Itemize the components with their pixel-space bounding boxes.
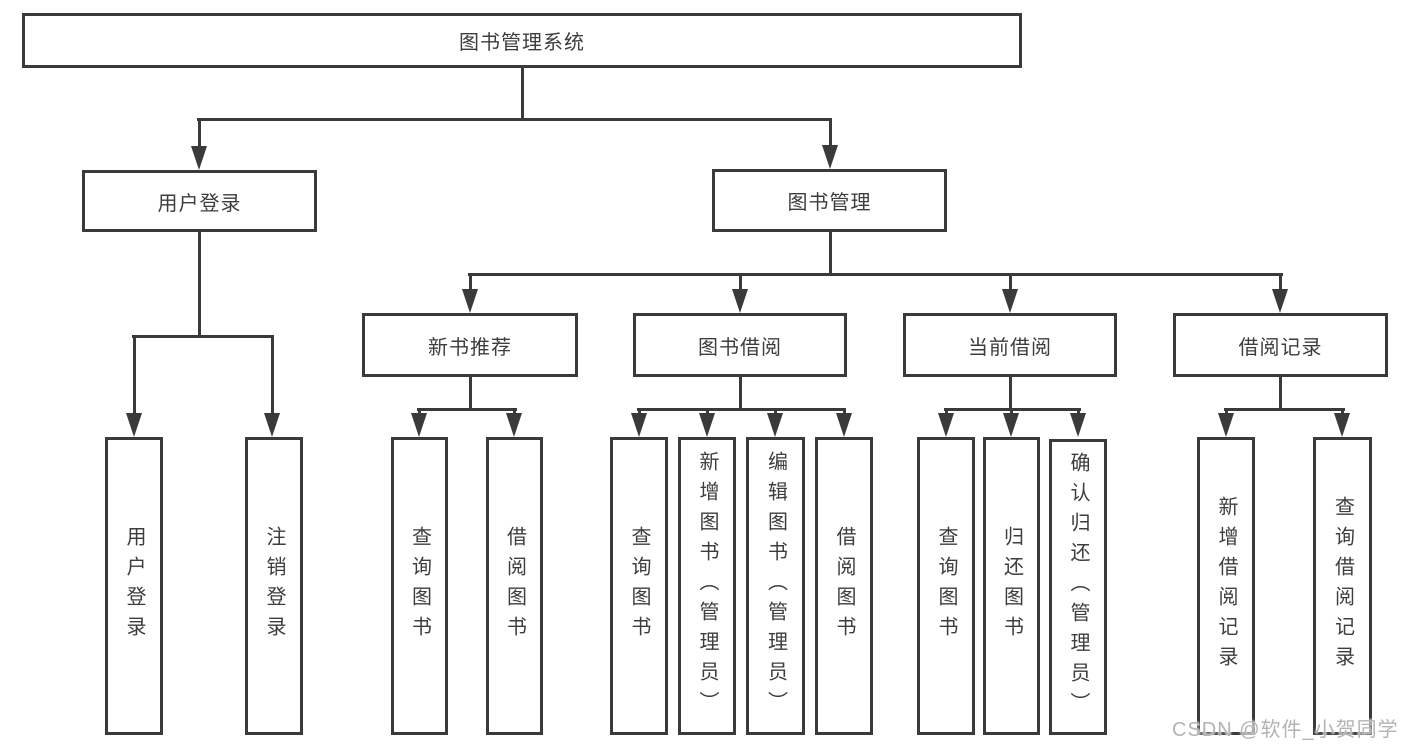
arrow-down-icon: [767, 413, 783, 437]
leaf-recommend-borrow-books: 借阅图书: [486, 437, 543, 735]
connector-vline: [469, 377, 472, 411]
arrow-down-icon: [1218, 413, 1234, 437]
connector-vline: [513, 408, 516, 416]
leaf-current-query-books: 查询图书: [917, 437, 975, 735]
connector-vline: [1009, 273, 1012, 293]
node-current-borrow: 当前借阅: [903, 313, 1117, 377]
connector-vline: [418, 408, 421, 416]
connector-vline: [1341, 408, 1344, 416]
connector-vline: [739, 273, 742, 293]
connector-vline: [1279, 377, 1282, 411]
connector-vline: [774, 408, 777, 416]
connector-vline: [133, 335, 136, 415]
connector-vline: [198, 118, 201, 150]
arrow-down-icon: [631, 413, 647, 437]
leaf-edit-book-admin: 编辑图书（管理员）: [746, 437, 805, 735]
arrow-down-icon: [938, 413, 954, 437]
connector-vline: [1009, 377, 1012, 411]
connector-vline: [739, 377, 742, 411]
arrow-down-icon: [506, 413, 522, 437]
node-user-login: 用户登录: [82, 170, 317, 232]
arrow-down-icon: [822, 145, 838, 169]
leaf-add-borrow-record-label: 新增借阅记录: [1215, 496, 1237, 676]
connector-vline: [521, 66, 524, 120]
connector-vline: [829, 118, 832, 148]
leaf-logout-label: 注销登录: [263, 526, 285, 646]
node-user-login-label: 用户登录: [157, 192, 242, 215]
connector-hline: [197, 118, 832, 121]
leaf-borrow-query-books-label: 查询图书: [628, 526, 650, 646]
arrow-down-icon: [699, 413, 715, 437]
connector-hline: [468, 273, 1283, 276]
leaf-return-books: 归还图书: [983, 437, 1040, 735]
arrow-down-icon: [1272, 289, 1288, 313]
leaf-user-login: 用户登录: [105, 437, 163, 735]
node-new-book-recommend: 新书推荐: [362, 313, 578, 377]
connector-vline: [706, 408, 709, 416]
connector-vline: [198, 232, 201, 338]
leaf-current-query-books-label: 查询图书: [935, 526, 957, 646]
node-book-management-label: 图书管理: [787, 192, 872, 214]
node-root-label: 图书管理系统: [459, 32, 585, 54]
connector-vline: [271, 335, 274, 415]
connector-vline: [638, 408, 641, 416]
connector-vline: [1279, 273, 1282, 293]
arrow-down-icon: [1070, 413, 1086, 437]
node-book-borrow-label: 图书借阅: [698, 336, 782, 359]
leaf-query-borrow-record: 查询借阅记录: [1313, 437, 1372, 735]
watermark: CSDN @软件_小贺同学: [1172, 719, 1399, 741]
leaf-user-login-label: 用户登录: [123, 526, 145, 646]
arrow-down-icon: [836, 413, 852, 437]
leaf-add-book-admin-label: 新增图书（管理员）: [696, 451, 718, 721]
leaf-recommend-query-books-label: 查询图书: [408, 526, 431, 646]
leaf-logout: 注销登录: [245, 437, 303, 735]
arrow-down-icon: [411, 413, 427, 437]
connector-vline: [945, 408, 948, 416]
connector-vline: [1077, 408, 1080, 416]
arrow-down-icon: [191, 146, 207, 170]
leaf-recommend-query-books: 查询图书: [391, 437, 448, 735]
leaf-query-borrow-record-label: 查询借阅记录: [1331, 496, 1354, 676]
arrow-down-icon: [732, 289, 748, 313]
node-new-book-recommend-label: 新书推荐: [428, 336, 512, 359]
connector-hline: [132, 335, 274, 338]
connector-vline: [1010, 408, 1013, 416]
connector-hline: [1224, 408, 1345, 411]
leaf-borrow-query-books: 查询图书: [610, 437, 668, 735]
node-root: 图书管理系统: [22, 13, 1022, 68]
connector-hline: [637, 408, 846, 411]
node-book-management: 图书管理: [712, 169, 947, 232]
connector-vline: [843, 408, 846, 416]
arrow-down-icon: [462, 289, 478, 313]
node-current-borrow-label: 当前借阅: [968, 336, 1052, 359]
leaf-return-books-label: 归还图书: [1000, 526, 1023, 646]
node-borrow-records: 借阅记录: [1173, 313, 1388, 377]
leaf-confirm-return-admin: 确认归还（管理员）: [1049, 439, 1107, 735]
node-book-borrow: 图书借阅: [633, 313, 847, 377]
leaf-edit-book-admin-label: 编辑图书（管理员）: [764, 451, 787, 721]
leaf-add-book-admin: 新增图书（管理员）: [678, 437, 736, 735]
leaf-recommend-borrow-books-label: 借阅图书: [503, 526, 526, 646]
leaf-confirm-return-admin-label: 确认归还（管理员）: [1067, 452, 1089, 722]
leaf-borrow-books: 借阅图书: [815, 437, 873, 735]
arrow-down-icon: [1002, 289, 1018, 313]
arrow-down-icon: [264, 413, 280, 437]
node-borrow-records-label: 借阅记录: [1238, 336, 1323, 359]
connector-hline: [417, 408, 517, 411]
arrow-down-icon: [1003, 413, 1019, 437]
connector-vline: [1225, 408, 1228, 416]
leaf-add-borrow-record: 新增借阅记录: [1197, 437, 1255, 735]
connector-vline: [469, 273, 472, 293]
leaf-borrow-books-label: 借阅图书: [833, 526, 855, 646]
arrow-down-icon: [1334, 413, 1350, 437]
connector-vline: [829, 232, 832, 276]
arrow-down-icon: [126, 413, 142, 437]
